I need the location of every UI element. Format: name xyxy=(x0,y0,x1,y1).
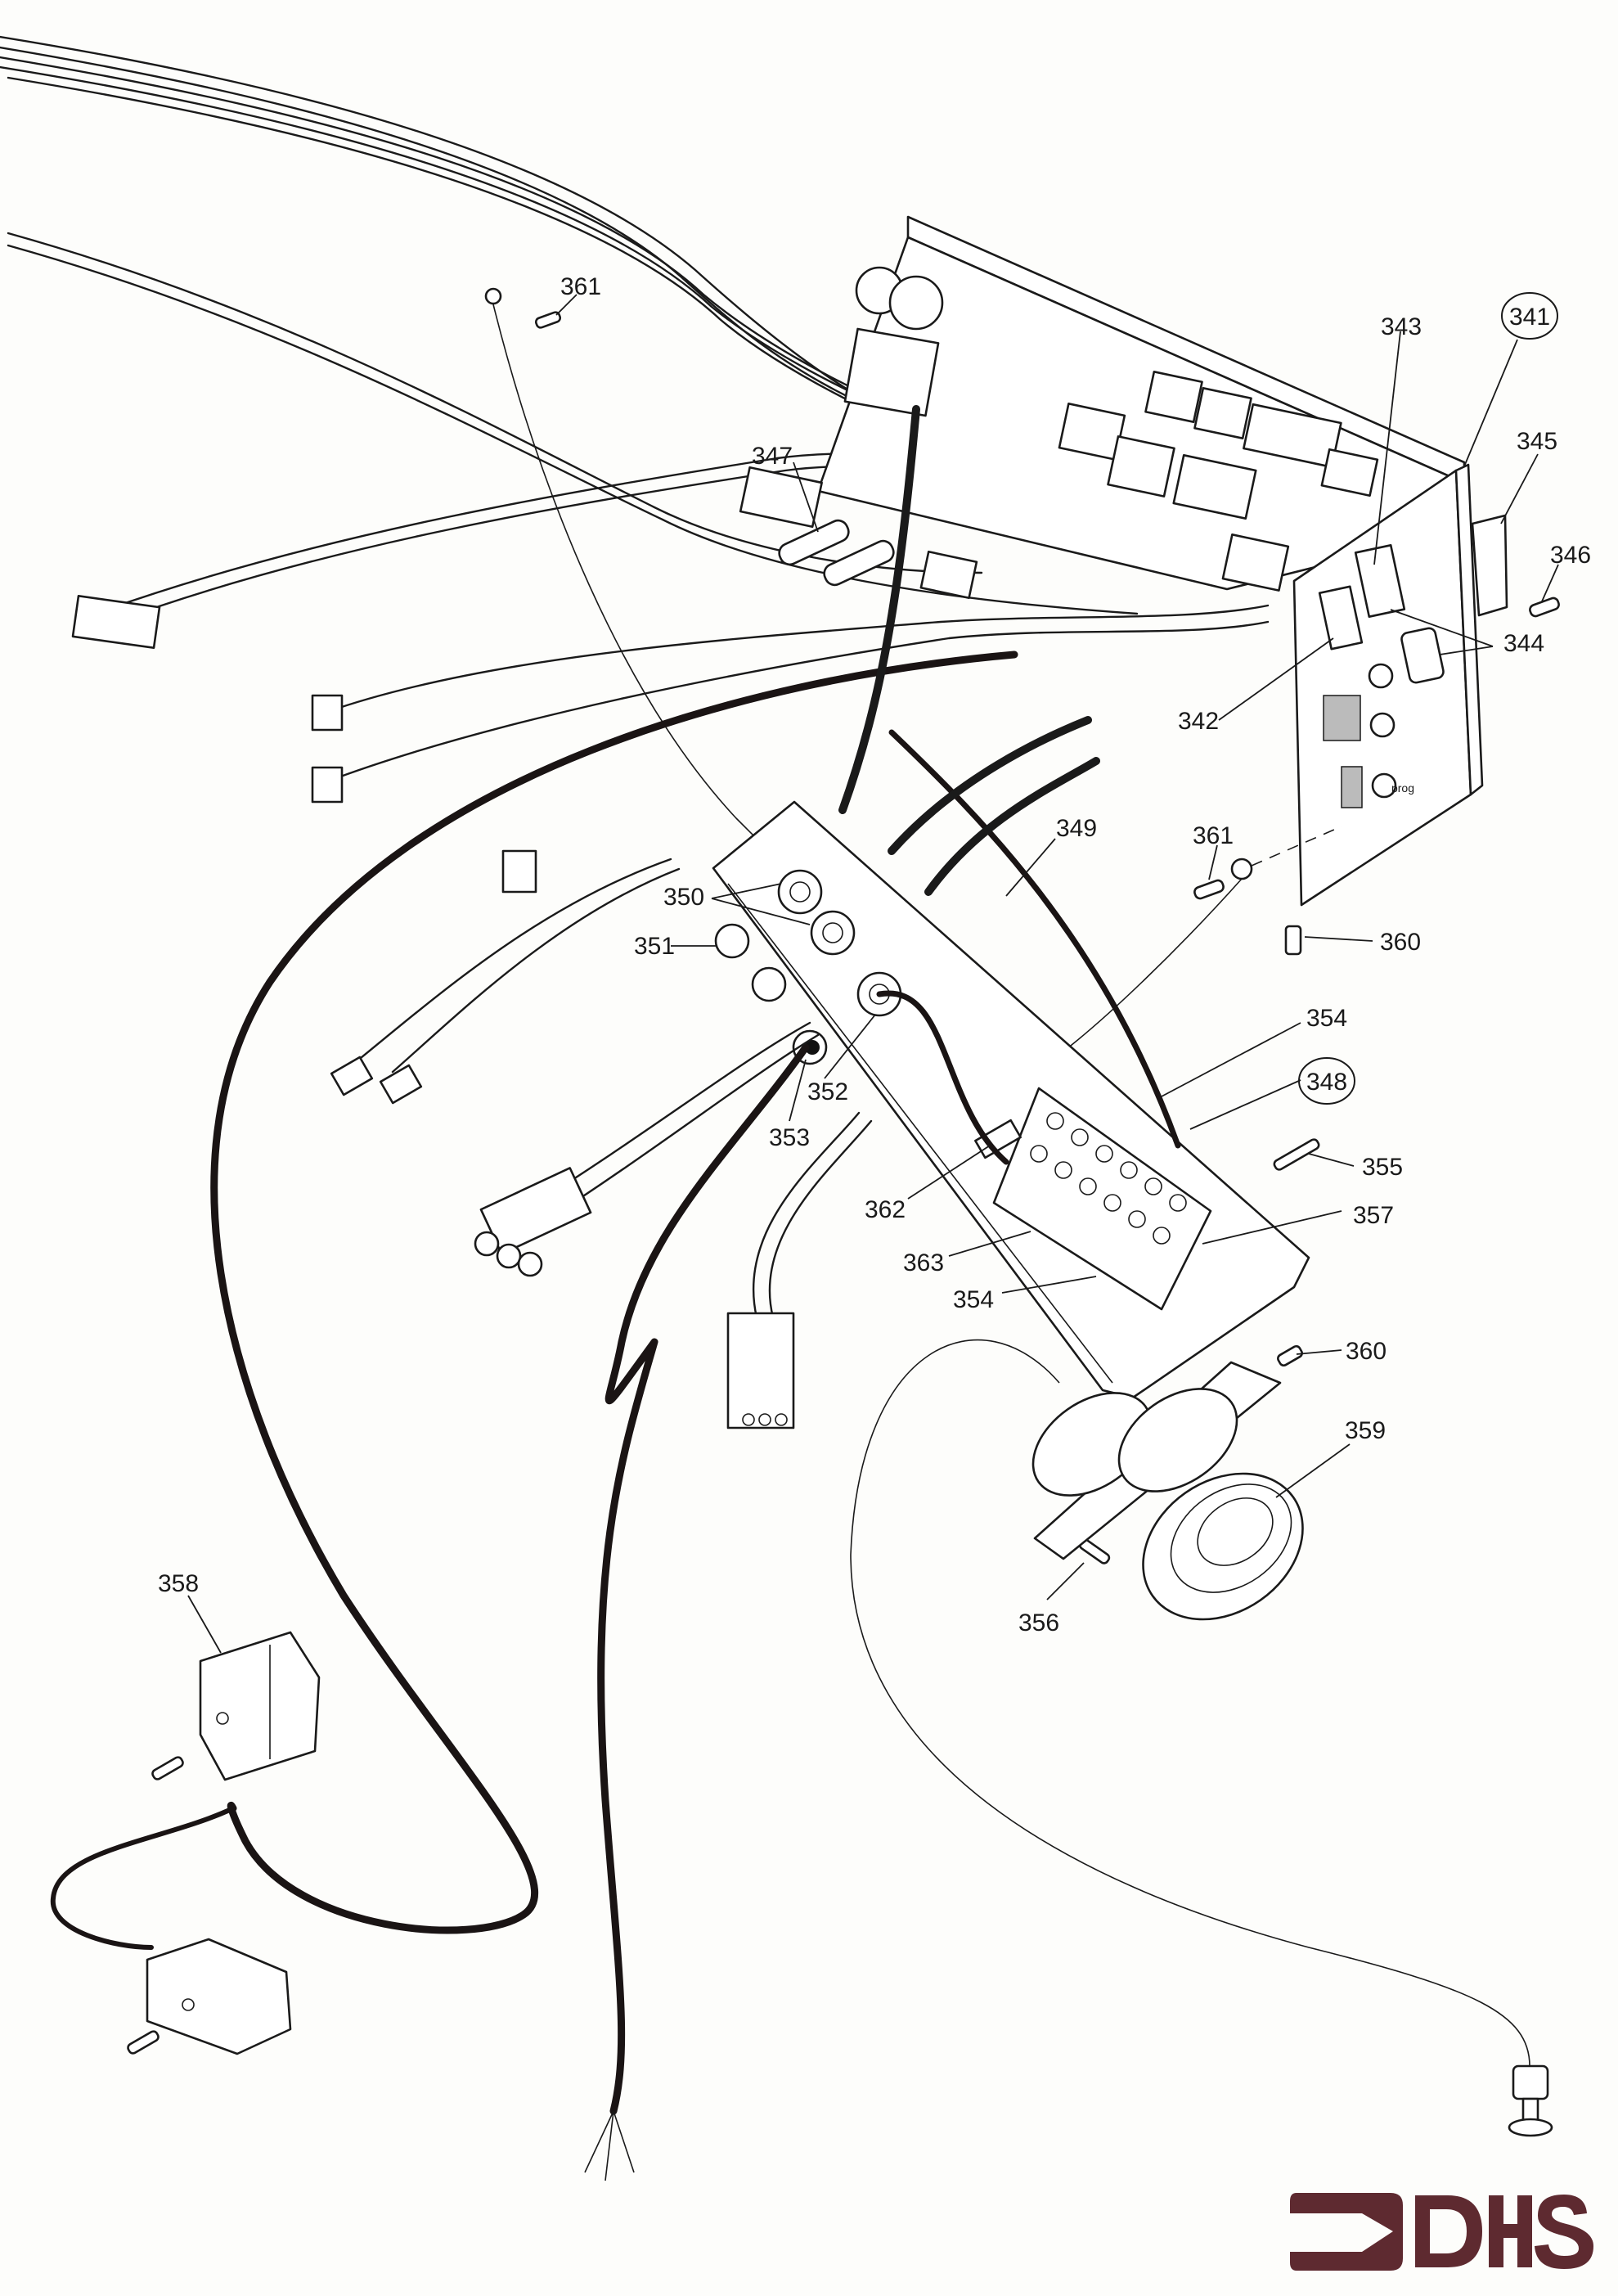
label-353: 353 xyxy=(769,1124,810,1151)
screw-360-top xyxy=(1284,925,1302,956)
4pin-connector xyxy=(726,1312,795,1429)
label-360b: 360 xyxy=(1346,1338,1387,1365)
label-351: 351 xyxy=(634,933,675,960)
label-358: 358 xyxy=(158,1570,199,1597)
rocker-switch xyxy=(1318,585,1364,651)
mains-cable xyxy=(597,1043,810,2115)
indicator-lamp xyxy=(1400,627,1445,684)
part-labels: 361 343 341 345 347 346 344 342 349 361 … xyxy=(158,273,1591,1636)
connector-2pin-b xyxy=(311,766,344,804)
front-panel: prog xyxy=(1292,463,1484,907)
leader-lines xyxy=(187,294,1559,1654)
label-343: 343 xyxy=(1381,313,1422,340)
bracket xyxy=(1471,514,1508,617)
circle-348 xyxy=(1298,1057,1355,1105)
connector-2pin-a xyxy=(311,694,344,732)
label-362: 362 xyxy=(865,1196,906,1223)
label-345: 345 xyxy=(1517,428,1557,455)
power-cable xyxy=(210,651,1018,1934)
label-361b: 361 xyxy=(1193,822,1234,849)
label-341: 341 xyxy=(1509,304,1550,331)
screw-355 xyxy=(1273,1138,1320,1171)
screw-360 xyxy=(1277,1344,1303,1367)
wire-bundle-top xyxy=(0,35,1278,783)
prog-marking: prog xyxy=(1391,781,1414,795)
fuses xyxy=(778,519,895,587)
spade-terminal-b xyxy=(379,1064,423,1105)
circle-341 xyxy=(1501,292,1558,340)
label-361: 361 xyxy=(560,273,601,300)
label-344: 344 xyxy=(1503,630,1544,657)
label-356: 356 xyxy=(1018,1609,1059,1636)
label-359: 359 xyxy=(1345,1417,1386,1444)
label-354b: 354 xyxy=(953,1286,994,1313)
screw-346 xyxy=(1529,597,1560,618)
ring-terminal xyxy=(1230,858,1253,880)
label-360: 360 xyxy=(1380,929,1421,956)
label-355: 355 xyxy=(1362,1154,1403,1181)
connector-10pin xyxy=(71,594,161,650)
label-347: 347 xyxy=(752,443,793,470)
transformer xyxy=(151,1631,321,1781)
terminal-bracket xyxy=(712,800,1310,1399)
label-349: 349 xyxy=(1056,815,1097,842)
label-342: 342 xyxy=(1178,708,1219,735)
screw-361 xyxy=(1193,879,1225,900)
label-363: 363 xyxy=(903,1249,944,1276)
label-354: 354 xyxy=(1306,1005,1347,1032)
3pin-connector xyxy=(474,1167,592,1277)
connector-spade xyxy=(501,849,537,894)
label-357: 357 xyxy=(1353,1202,1394,1229)
label-352: 352 xyxy=(807,1078,848,1105)
screw-361-top xyxy=(534,311,562,329)
buzzer-mount xyxy=(1031,1361,1282,1560)
dhs-logo xyxy=(1290,2193,1593,2271)
illuminated-switch xyxy=(1354,544,1406,618)
temperature-probe xyxy=(1508,2064,1553,2137)
label-350: 350 xyxy=(663,884,704,911)
label-348: 348 xyxy=(1306,1069,1347,1096)
speaker xyxy=(1142,1472,1304,1621)
ring-terminal-top xyxy=(484,287,502,305)
plug xyxy=(127,1938,292,2055)
spade-terminal-a xyxy=(330,1056,374,1096)
label-346: 346 xyxy=(1550,542,1591,569)
